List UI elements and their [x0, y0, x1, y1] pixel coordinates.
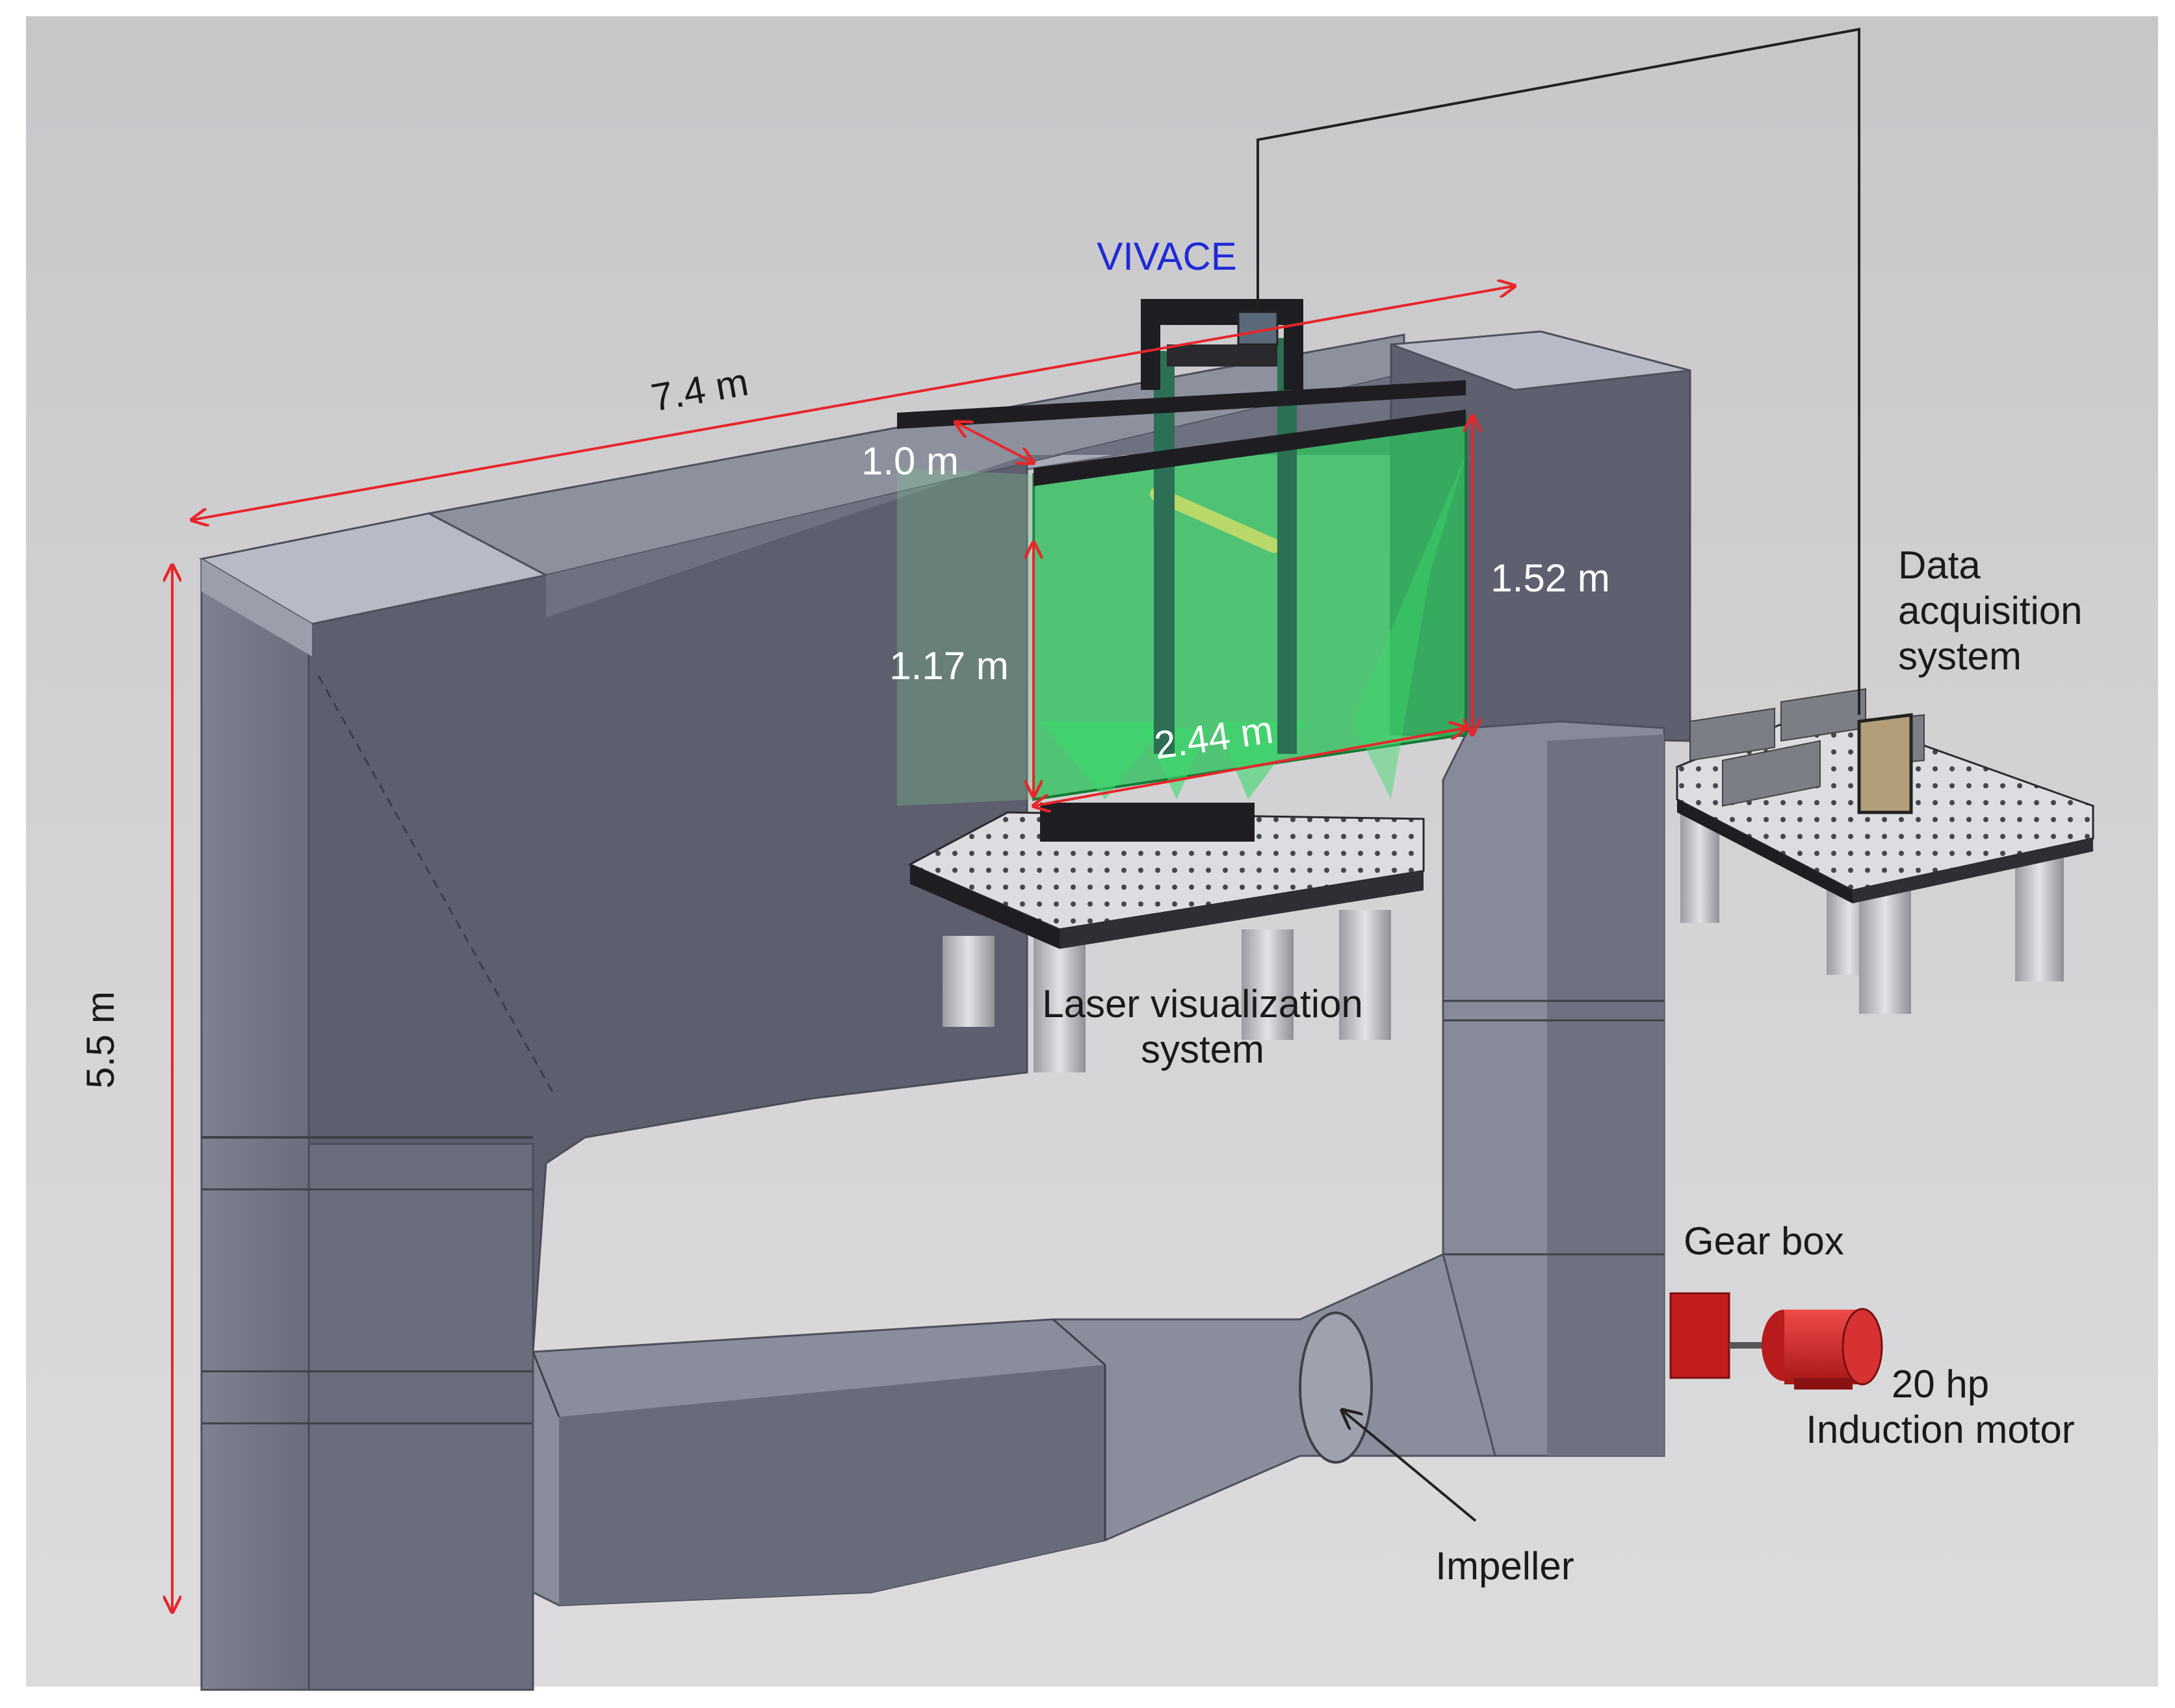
gear-box-label: Gear box: [1684, 1219, 1844, 1263]
laser-visualization-table: [907, 803, 1425, 1072]
drive-assembly: [1669, 1292, 1883, 1390]
section-height-label: 1.52 m: [1491, 556, 1609, 600]
motor-label-1: 20 hp: [1892, 1362, 1989, 1406]
vivace-label: VIVACE: [1097, 235, 1237, 278]
length-dimension-arrow: [192, 286, 1515, 520]
data-acquisition-table: [1676, 688, 2094, 1014]
data-acquisition-label-1: Data: [1898, 543, 1981, 587]
impeller-label: Impeller: [1435, 1544, 1574, 1588]
width-label: 1.0 m: [861, 439, 959, 483]
laser-system-label-2: system: [1141, 1028, 1264, 1071]
depth-label: 1.17 m: [889, 644, 1008, 688]
width-dimension-arrow: [956, 422, 1034, 463]
dimension-lines: [172, 286, 1515, 1612]
motor-label-2: Induction motor: [1806, 1408, 2075, 1451]
data-acquisition-label-2: acquisition: [1898, 589, 2083, 632]
impeller-pointer: [1342, 1410, 1477, 1522]
height-label: 5.5 m: [79, 991, 122, 1089]
data-cable: [1257, 27, 1860, 715]
laser-system-label-1: Laser visualization: [1042, 982, 1363, 1026]
section-length-arrow: [1034, 728, 1466, 806]
data-acquisition-label-3: system: [1898, 634, 2022, 678]
